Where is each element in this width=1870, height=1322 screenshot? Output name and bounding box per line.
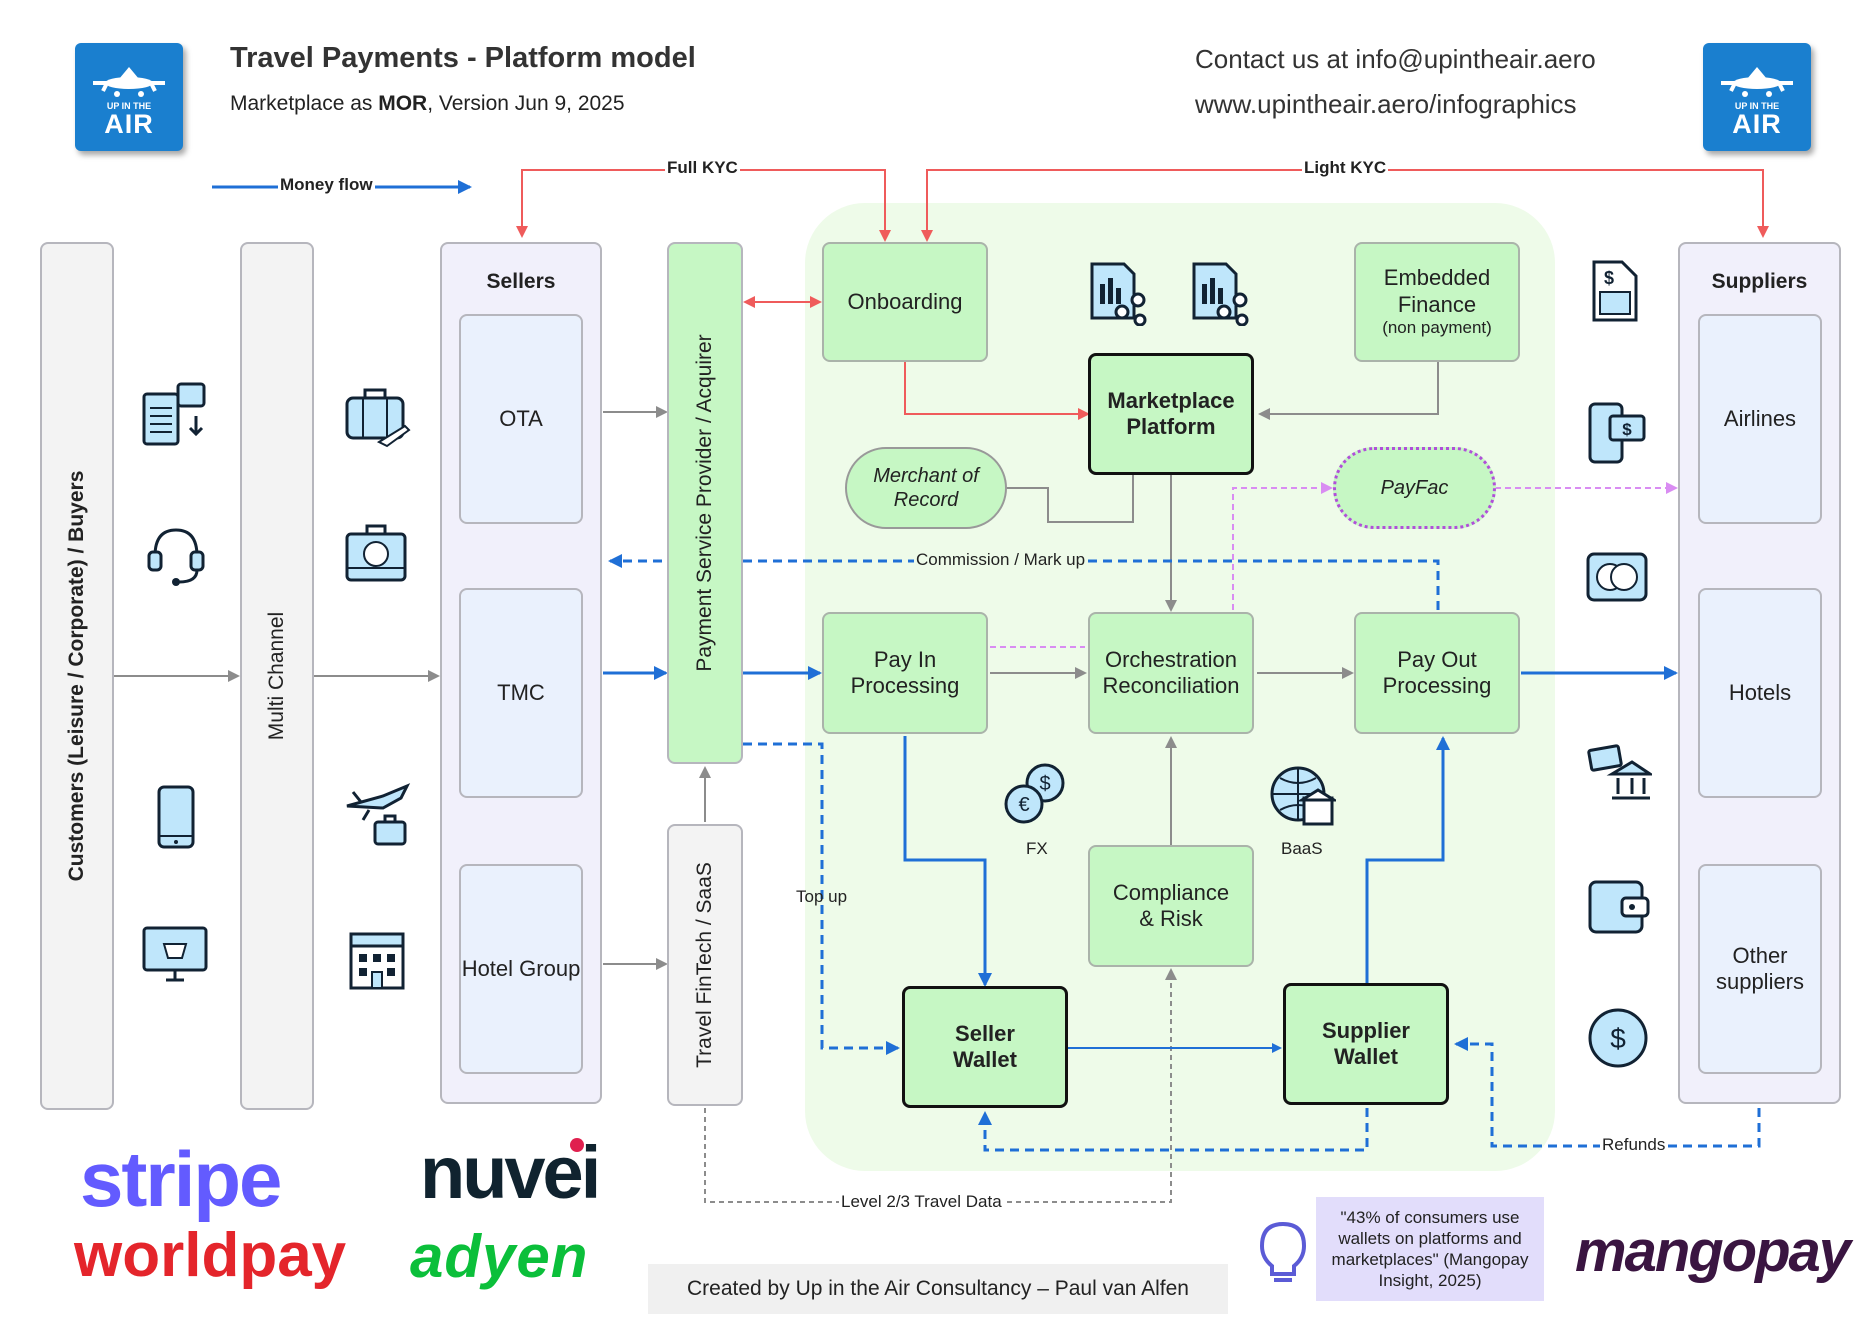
embedded-finance-note: (non payment)	[1382, 318, 1492, 338]
mobile-phone-icon	[157, 785, 195, 849]
mangopay-logo: mangopay	[1575, 1219, 1851, 1284]
adyen-logo: adyen	[410, 1223, 589, 1290]
subtitle-prefix: Marketplace as	[230, 92, 379, 115]
logo-small-text: UP IN THE	[1734, 101, 1780, 111]
plane-briefcase-icon	[346, 783, 411, 846]
svg-text:$: $	[1039, 773, 1050, 795]
money-flow-label: Money flow	[278, 175, 375, 195]
svg-text:$: $	[1604, 268, 1614, 288]
headset-support-icon	[147, 528, 205, 586]
supplier-wallet-box[interactable]: Supplier Wallet	[1283, 983, 1449, 1105]
pay-in-box[interactable]: Pay In Processing	[822, 612, 988, 734]
embedded-finance-label: Embedded Finance	[1383, 265, 1491, 317]
website-link[interactable]: www.upintheair.aero/infographics	[1195, 89, 1577, 119]
refunds-label: Refunds	[1600, 1135, 1668, 1155]
page-subtitle: Marketplace as MOR, Version Jun 9, 2025	[230, 92, 625, 116]
stripe-logo: stripe	[80, 1135, 282, 1223]
pos-terminal-card-icon	[142, 382, 206, 446]
lightbulb-icon	[1259, 1221, 1307, 1282]
merchant-of-record-pill[interactable]: Merchant of Record	[845, 447, 1007, 529]
suppliers-title: Suppliers	[1711, 270, 1808, 293]
wallet-icon	[1588, 880, 1650, 934]
seller-hotel-group[interactable]: Hotel Group	[459, 864, 583, 1074]
nuvei-dot	[570, 1138, 584, 1152]
merchant-of-record-label: Merchant of Record	[873, 465, 979, 511]
quote-box: "43% of consumers use wallets on platfor…	[1316, 1197, 1544, 1301]
fintech-label: Travel FinTech / SaaS	[693, 862, 716, 1068]
multichannel-label: Multi Channel	[265, 611, 288, 741]
compliance-box[interactable]: Compliance & Risk	[1088, 845, 1254, 967]
seller-wallet-label: Seller Wallet	[953, 1020, 1017, 1072]
svg-text:$: $	[1622, 420, 1632, 439]
suppliers-column: Suppliers Airlines Hotels Other supplier…	[1678, 242, 1841, 1104]
analytics-share-icon	[1090, 262, 1147, 326]
customers-column: Customers (Leisure / Corporate) / Buyers	[40, 242, 114, 1110]
luggage-icon	[345, 524, 407, 582]
psp-label: Payment Service Provider / Acquirer	[693, 334, 716, 672]
up-in-the-air-logo-right: UP IN THE AIR	[1703, 43, 1811, 151]
supplier-hotels[interactable]: Hotels	[1698, 588, 1822, 798]
online-shopping-monitor-icon	[142, 926, 208, 982]
analytics-share-icon	[1192, 262, 1249, 326]
card-chip-icon	[1586, 552, 1648, 602]
fx-currency-icon: $ €	[1004, 763, 1065, 824]
logo-big-text: AIR	[1732, 109, 1782, 139]
invoice-dollar-icon: $	[1592, 260, 1638, 322]
embedded-finance-box[interactable]: Embedded Finance (non payment)	[1354, 242, 1520, 362]
svg-text:€: €	[1018, 794, 1029, 816]
suitcase-plane-icon	[345, 388, 411, 448]
seller-ota[interactable]: OTA	[459, 314, 583, 524]
logo-big-text: AIR	[104, 109, 154, 139]
compliance-label: Compliance & Risk	[1112, 879, 1230, 931]
onboarding-box[interactable]: Onboarding	[822, 242, 988, 362]
light-kyc-label: Light KYC	[1302, 158, 1389, 178]
fintech-column: Travel FinTech / SaaS	[667, 824, 743, 1106]
worldpay-logo: worldpay	[74, 1221, 347, 1290]
bank-cash-icon	[1587, 744, 1652, 800]
multichannel-column: Multi Channel	[240, 242, 314, 1110]
supplier-other[interactable]: Other suppliers	[1698, 864, 1822, 1074]
marketplace-platform-box[interactable]: Marketplace Platform	[1088, 353, 1254, 475]
page-title: Travel Payments - Platform model	[230, 42, 696, 74]
marketplace-platform-label: Marketplace Platform	[1107, 387, 1235, 439]
baas-label: BaaS	[1281, 839, 1323, 858]
pay-in-label: Pay In Processing	[850, 646, 960, 698]
pay-out-label: Pay Out Processing	[1382, 646, 1492, 698]
up-in-the-air-logo-left: UP IN THE AIR	[75, 43, 183, 151]
baas-globe-bank-icon	[1270, 766, 1336, 826]
logo-small-text: UP IN THE	[106, 101, 152, 111]
orchestration-label: Orchestration Reconciliation	[1102, 646, 1240, 698]
contact-email: Contact us at info@upintheair.aero	[1195, 44, 1596, 74]
seller-wallet-box[interactable]: Seller Wallet	[902, 986, 1068, 1108]
orchestration-box[interactable]: Orchestration Reconciliation	[1088, 612, 1254, 734]
customers-label: Customers (Leisure / Corporate) / Buyers	[65, 470, 88, 882]
full-kyc-label: Full KYC	[665, 158, 740, 178]
payfac-pill[interactable]: PayFac	[1333, 447, 1496, 529]
svg-text:$: $	[1610, 1023, 1626, 1054]
hotel-building-icon	[349, 932, 405, 990]
level-data-label: Level 2/3 Travel Data	[839, 1192, 1004, 1212]
airplane-icon	[1721, 67, 1793, 97]
top-up-label: Top up	[796, 887, 848, 906]
airplane-icon	[93, 67, 165, 97]
subtitle-bold: MOR	[378, 92, 428, 115]
supplier-airlines[interactable]: Airlines	[1698, 314, 1822, 524]
pay-out-box[interactable]: Pay Out Processing	[1354, 612, 1520, 734]
supplier-wallet-label: Supplier Wallet	[1321, 1017, 1410, 1069]
fx-label: FX	[1026, 839, 1048, 858]
psp-column: Payment Service Provider / Acquirer	[667, 242, 743, 764]
sellers-title: Sellers	[486, 270, 556, 293]
sellers-column: Sellers OTA TMC Hotel Group	[440, 242, 602, 1104]
subtitle-suffix: , Version Jun 9, 2025	[427, 92, 625, 115]
seller-tmc[interactable]: TMC	[459, 588, 583, 798]
credit-banner: Created by Up in the Air Consultancy – P…	[648, 1264, 1228, 1314]
mobile-payment-icon: $	[1588, 402, 1646, 464]
commission-label: Commission / Mark up	[914, 550, 1088, 570]
dollar-coin-icon: $	[1588, 1008, 1648, 1068]
